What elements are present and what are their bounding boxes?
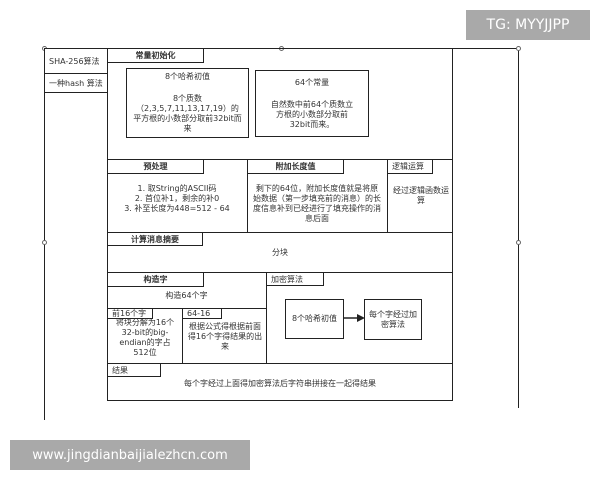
constants-title: 64个常量 <box>294 77 330 87</box>
hash-init-box: 8个哈希初值 8个质数（2,3,5,7,11,13,17,19）的平方根的小数部… <box>126 68 249 138</box>
const-init-tab: 常量初始化 <box>107 48 204 63</box>
divider <box>107 363 453 364</box>
watermark-bottom: www.jingdianbaijialezhcn.com <box>10 440 250 470</box>
construct-tab: 构造字 <box>107 272 204 287</box>
hash-init-value-box: 8个哈希初值 <box>285 299 344 339</box>
constants-box: 64个常量 自然数中前64个质数立方根的小数部分取前32bit而来。 <box>255 70 369 137</box>
first16-desc: 将块分解为16个32-bit的big-endian的字占512位 <box>115 318 175 357</box>
outer-frame-left <box>44 48 45 420</box>
construct-desc: 构造64个字 <box>165 291 208 300</box>
watermark-top: TG: MYYJJPP <box>466 10 590 40</box>
resize-handle[interactable] <box>516 46 521 51</box>
digest-desc: 分块 <box>272 248 288 257</box>
result-desc: 每个字经过上面得加密算法后字符串拼接在一起得结果 <box>184 379 376 388</box>
side-subtitle: 一种hash 算法 <box>44 73 108 93</box>
divider <box>387 159 388 233</box>
hash-init-title: 8个哈希初值 <box>164 72 211 81</box>
append-length-desc: 剩下的64位，附加长度值就是将原始数据（第一步填充前的消息）的长度信息补到已经进… <box>253 184 381 223</box>
preprocess-step: 1. 取String的ASCII码 <box>137 184 217 193</box>
result-tab: 结果 <box>107 363 161 377</box>
side-title: SHA-256算法 <box>44 48 108 74</box>
divider <box>266 272 267 364</box>
divider <box>182 308 183 364</box>
preprocess-step: 2. 首位补1，剩余的补0 <box>134 194 220 203</box>
divider <box>107 232 453 233</box>
first16-tab: 前16个字 <box>107 308 153 319</box>
constants-desc: 自然数中前64个质数立方根的小数部分取前32bit而来。 <box>270 99 354 129</box>
preprocess-steps: 1. 取String的ASCII码 2. 首位补1，剩余的补0 3. 补至长度为… <box>107 184 247 214</box>
digest-tab: 计算消息摘要 <box>107 232 203 246</box>
resize-handle[interactable] <box>42 240 47 245</box>
rest-tab: 64-16 <box>182 308 222 319</box>
encrypt-tab: 加密算法 <box>266 272 324 286</box>
outer-frame-right <box>518 48 519 408</box>
rest-desc: 根据公式得根据前面得16个字得结果的出来 <box>187 322 263 351</box>
hash-init-desc: 8个质数（2,3,5,7,11,13,17,19）的平方根的小数部分取前32bi… <box>133 94 242 133</box>
logic-tab: 逻辑运算 <box>387 159 433 174</box>
encrypt-word-box: 每个字经过加密算法 <box>364 299 422 340</box>
append-length-tab: 附加长度值 <box>247 159 344 174</box>
hash-init-value-label: 8个哈希初值 <box>291 314 338 323</box>
arrow-icon <box>343 314 365 322</box>
main-frame <box>107 48 453 401</box>
divider <box>247 159 248 233</box>
preprocess-tab: 预处理 <box>107 159 204 174</box>
resize-handle[interactable] <box>516 240 521 245</box>
preprocess-step: 3. 补至长度为448=512 - 64 <box>124 204 230 213</box>
encrypt-word-label: 每个字经过加密算法 <box>369 309 417 329</box>
logic-desc: 经过逻辑函数运算 <box>393 186 449 205</box>
